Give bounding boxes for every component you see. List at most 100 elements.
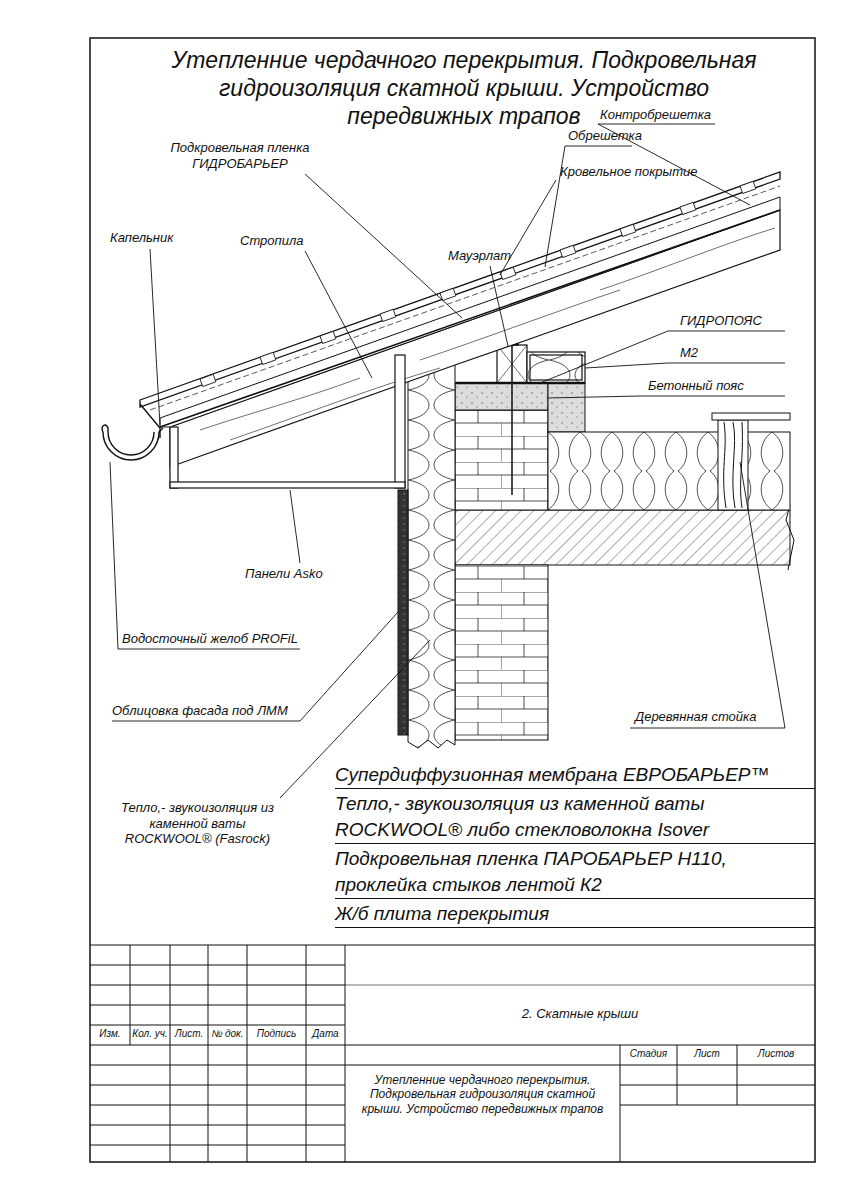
- anchor-bolt: [511, 338, 513, 495]
- wall-insulation: [408, 355, 455, 748]
- roof-layers: [500, 267, 516, 279]
- part-label: Панели Asko: [245, 566, 323, 582]
- table-cell: Подпись: [247, 1028, 306, 1040]
- mauerlat: [527, 352, 585, 383]
- eave-framing: [395, 355, 405, 488]
- attic-insulation: [548, 432, 790, 510]
- layer-note: Супердиффузионная мембрана ЕВРОБАРЬЕР™: [335, 762, 815, 789]
- roof-layers: [380, 309, 396, 321]
- table-cell: № док.: [208, 1028, 247, 1040]
- sheet-frame: [90, 38, 815, 1162]
- layer-note: Подкровельная пленка ПАРОБАРЬЕР Н110, пр…: [335, 846, 815, 899]
- rafter: [200, 228, 775, 440]
- wooden-post: [724, 422, 743, 508]
- part-label: ГИДРОПОЯС: [680, 313, 762, 329]
- eave-framing: [170, 482, 405, 488]
- roof-layers: [140, 172, 780, 427]
- table-cell: Изм.: [90, 1028, 130, 1040]
- attic-insulation: [548, 432, 790, 510]
- roof-layers: [140, 172, 780, 407]
- table-cell: Лист: [677, 1048, 737, 1060]
- roof-layers: [740, 181, 756, 193]
- title-block: [620, 1085, 815, 1105]
- brick-wall: [455, 410, 548, 740]
- facade-cladding: [398, 490, 408, 735]
- title-block: [130, 945, 345, 1162]
- wall-insulation: [408, 355, 455, 748]
- title-block: [90, 965, 815, 1145]
- title-block: [620, 1045, 737, 1162]
- gutter: [108, 432, 154, 455]
- facade-cladding: [398, 490, 408, 735]
- leader-line: [548, 396, 785, 398]
- slab: [455, 505, 794, 570]
- part-label: Подкровельная пленка ГИДРОБАРЬЕР: [165, 140, 315, 171]
- roof-layers: [200, 181, 756, 386]
- roof-layers: [200, 374, 216, 386]
- roof-layers: [160, 197, 780, 427]
- leader-line: [150, 249, 160, 425]
- part-label: М2: [680, 345, 698, 361]
- leader-line: [540, 331, 785, 383]
- hydro-belt: [455, 382, 585, 385]
- leader-line: [112, 612, 398, 721]
- part-label: Облицовка фасада под ЛММ: [112, 703, 288, 719]
- brick-wall: [455, 565, 548, 740]
- leader-line: [305, 251, 372, 378]
- part-label: Водосточный желоб PROFiL: [122, 631, 298, 647]
- roof-layers: [150, 186, 780, 410]
- slab: [455, 510, 790, 565]
- roof-layers: [160, 210, 780, 427]
- part-label: Кровельное покрытие: [560, 164, 697, 180]
- roof-layers: [560, 245, 576, 257]
- table-cell: 2. Скатные крыши: [345, 1006, 815, 1022]
- drip-edge: [140, 404, 160, 438]
- leader-line: [585, 363, 785, 368]
- title-block: [90, 945, 815, 1162]
- leader-line: [110, 462, 300, 649]
- leader-line: [630, 462, 785, 728]
- hydro-belt: [455, 382, 585, 385]
- slab: [786, 505, 794, 570]
- brick-wall: [455, 410, 548, 510]
- roof-layers: [620, 224, 636, 236]
- table-cell: Лист.: [170, 1028, 208, 1040]
- leader-line: [290, 490, 300, 563]
- table-cell: Стадия: [620, 1048, 677, 1060]
- roof-layers: [680, 202, 696, 214]
- layer-note: Ж/б плита перекрытия: [335, 901, 815, 928]
- part-label: Стропила: [240, 233, 303, 249]
- concrete-belt: [548, 383, 585, 432]
- wooden-post: [712, 413, 790, 510]
- part-label: Деревянная стойка: [635, 709, 756, 725]
- part-label: Контробрешетка: [600, 107, 711, 123]
- table-cell: Листов: [737, 1048, 815, 1060]
- table-cell: Утепленние чердачного перекрытия. Подкро…: [350, 1073, 615, 1116]
- table-cell: Дата: [306, 1028, 345, 1040]
- part-label: Капельник: [110, 230, 173, 246]
- drip-edge: [140, 404, 160, 438]
- anchor-bolt: [506, 338, 518, 495]
- title-block: [90, 945, 815, 946]
- title-block: [345, 985, 815, 986]
- wooden-post: [712, 413, 790, 420]
- rafter: [170, 210, 780, 467]
- concrete-belt: [455, 383, 585, 432]
- rafter: [170, 210, 780, 467]
- part-label: Мауэрлат: [448, 248, 511, 264]
- roof-layers: [260, 352, 276, 364]
- wooden-post: [718, 420, 748, 510]
- part-label: Тепло,- звукоизоляция из каменной ваты R…: [120, 800, 275, 847]
- eave-framing: [170, 427, 178, 488]
- concrete-belt: [455, 383, 548, 410]
- part-label: Обрешетка: [568, 128, 642, 144]
- sheet-frame: [90, 38, 815, 1162]
- roof-layers: [440, 288, 456, 300]
- gutter: [103, 428, 163, 460]
- leader-line: [490, 266, 508, 346]
- mauerlat: [497, 345, 585, 383]
- roof-layers: [320, 331, 336, 343]
- gutter: [102, 425, 108, 432]
